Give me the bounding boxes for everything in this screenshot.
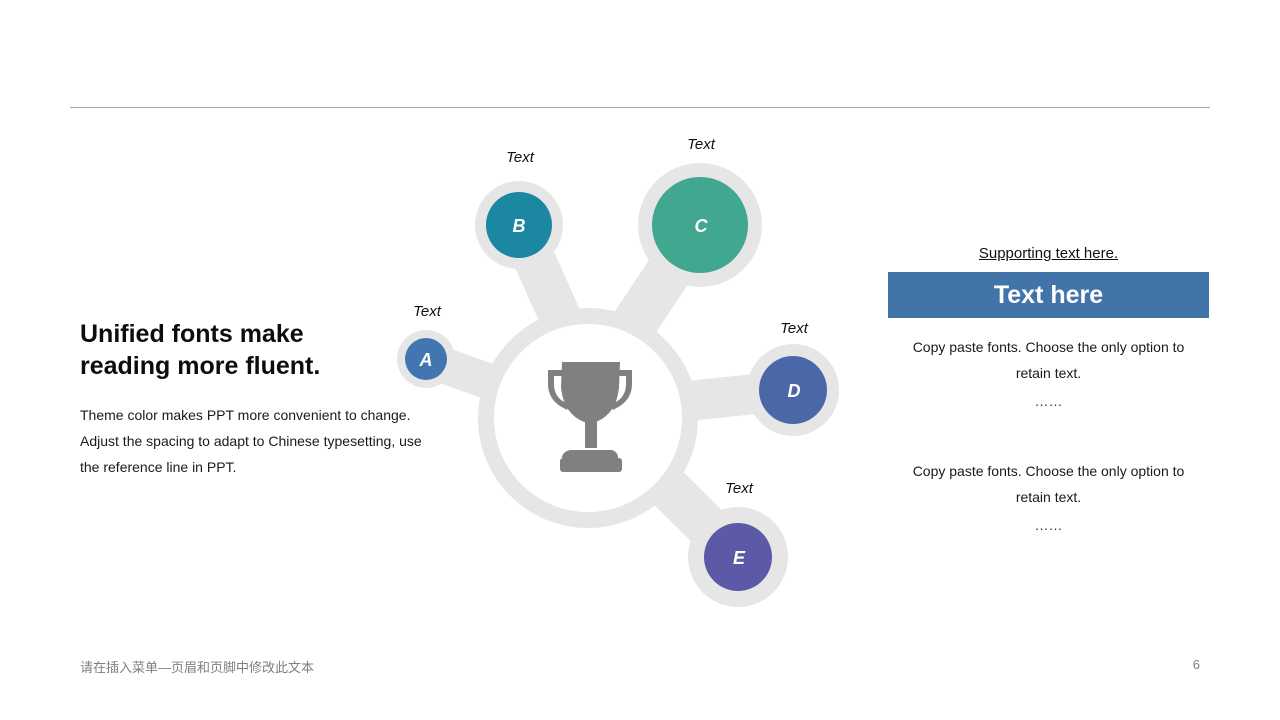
top-divider — [70, 107, 1210, 108]
node-b-circle — [486, 192, 552, 258]
right-text-block: Supporting text here. Text here Copy pas… — [888, 240, 1209, 540]
page-number: 6 — [1192, 657, 1200, 672]
node-e-label: Text — [725, 480, 754, 497]
node-d-label: Text — [780, 320, 809, 337]
node-a: A Text — [405, 303, 447, 380]
metaball-diagram: A Text B Text C Text D Text E Text — [390, 125, 850, 625]
node-b: B Text — [486, 149, 552, 258]
node-a-letter: A — [419, 350, 433, 370]
node-a-label: Text — [413, 303, 442, 320]
body-paragraph: Theme color makes PPT more convenient to… — [80, 407, 422, 475]
node-c-circle — [652, 177, 748, 273]
node-b-letter: B — [513, 216, 526, 236]
diagram-svg: A Text B Text C Text D Text E Text — [397, 136, 839, 607]
banner-title: Text here — [888, 272, 1209, 318]
node-c-label: Text — [687, 136, 716, 153]
node-c: C Text — [652, 136, 748, 273]
node-c-letter: C — [695, 216, 709, 236]
right-ellipsis-2: …… — [1034, 517, 1063, 533]
headline: Unified fonts make reading more fluent. — [80, 320, 321, 380]
right-paragraph-1: Copy paste fonts. Choose the only option… — [912, 339, 1185, 381]
node-d-circle — [759, 356, 827, 424]
node-d-letter: D — [788, 381, 801, 401]
right-paragraph-2: Copy paste fonts. Choose the only option… — [912, 463, 1185, 505]
supporting-text: Supporting text here. — [978, 245, 1119, 262]
node-e: E Text — [704, 480, 772, 591]
trophy-icon — [548, 362, 632, 472]
footer-text: 请在插入菜单—页眉和页脚中修改此文本 — [80, 660, 315, 675]
left-text-block: Unified fonts make reading more fluent. … — [80, 318, 440, 480]
right-ellipsis-1: …… — [1034, 393, 1063, 409]
node-d: D Text — [759, 320, 827, 424]
node-e-circle — [704, 523, 772, 591]
node-a-circle — [405, 338, 447, 380]
node-e-letter: E — [733, 548, 746, 568]
node-b-label: Text — [506, 149, 535, 166]
